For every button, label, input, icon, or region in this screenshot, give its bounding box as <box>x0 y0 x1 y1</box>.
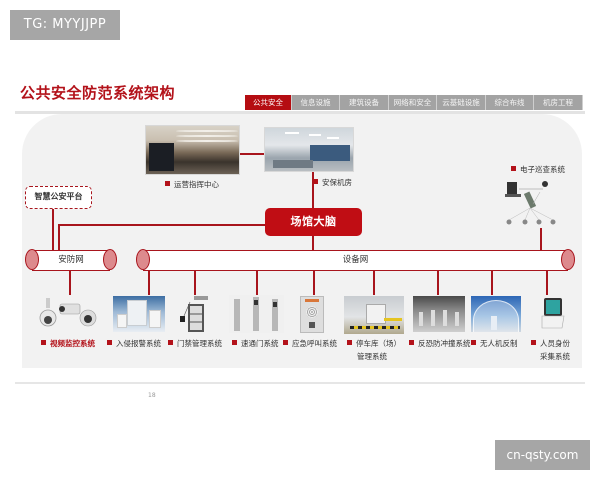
caption-identity: 人员身份 <box>531 338 570 350</box>
caption-emergency-call: 应急呼叫系统 <box>283 338 337 350</box>
connector-brain-to-device-net <box>312 236 314 250</box>
connector-security-to-brain <box>312 172 314 208</box>
connector-platform-to-security-net <box>52 209 54 250</box>
title-divider <box>15 111 585 114</box>
bullet-icon <box>347 340 352 345</box>
connector-to-security-net <box>58 224 60 250</box>
category-tabs: 公共安全 信息设施 建筑设备 网络和安全 云基础设施 综合布线 机房工程 <box>245 95 583 110</box>
access-control-icon <box>176 294 216 334</box>
tab-information-facilities[interactable]: 信息设施 <box>292 95 340 110</box>
drop-line-speedgate <box>256 271 258 295</box>
device-network-pipe: 设备网 <box>136 249 575 271</box>
tab-cloud-infrastructure[interactable]: 云基础设施 <box>437 95 486 110</box>
venue-brain-node: 场馆大脑 <box>265 208 362 236</box>
footer-divider <box>15 382 585 384</box>
tab-cabling[interactable]: 综合布线 <box>486 95 534 110</box>
command-center-photo <box>145 125 240 175</box>
page-title: 公共安全防范系统架构 <box>20 84 176 102</box>
drop-line-antiram <box>437 271 439 295</box>
tab-network-security[interactable]: 网络和安全 <box>389 95 437 110</box>
bullet-icon <box>165 181 170 186</box>
caption-anti-drone: 无人机反制 <box>471 338 518 350</box>
caption-anti-ram: 反恐防冲撞系统 <box>409 338 471 350</box>
caption-access-control: 门禁管理系统 <box>168 338 222 350</box>
anti-drone-icon <box>471 296 521 332</box>
connector-ops-to-security <box>240 153 265 155</box>
speed-gate-icon <box>229 295 284 333</box>
security-room-photo <box>264 127 354 172</box>
drop-line-cctv <box>69 270 71 295</box>
caption-parking: 停车库（场） <box>347 338 401 350</box>
bullet-icon <box>232 340 237 345</box>
drop-line-access <box>194 271 196 295</box>
caption-security-room: 安保机房 <box>313 177 352 189</box>
page-number: 18 <box>148 392 156 399</box>
connector-patrol-to-device-net <box>540 228 542 250</box>
security-network-pipe: 安防网 <box>25 249 117 271</box>
parking-system-icon <box>344 296 404 334</box>
caption-intrusion: 入侵报警系统 <box>107 338 161 350</box>
intrusion-alarm-icon <box>113 296 165 332</box>
connector-brain-left <box>58 224 265 226</box>
bullet-icon <box>313 179 318 184</box>
bullet-icon <box>107 340 112 345</box>
anti-ram-bollard-icon <box>413 296 465 332</box>
watermark-top-left: TG: MYYJJPP <box>10 10 120 40</box>
bullet-icon <box>471 340 476 345</box>
security-network-label: 安防网 <box>58 255 84 265</box>
caption-patrol-system: 电子巡查系统 <box>511 164 565 176</box>
caption-parking-line2: 管理系统 <box>357 352 387 361</box>
caption-cctv: 视频监控系统 <box>41 338 95 350</box>
tab-public-safety[interactable]: 公共安全 <box>245 95 292 110</box>
cctv-camera-icon <box>38 296 100 332</box>
smart-police-platform: 智慧公安平台 <box>25 186 92 209</box>
bullet-icon <box>531 340 536 345</box>
bullet-icon <box>511 166 516 171</box>
drop-line-parking <box>373 271 375 295</box>
emergency-call-icon <box>300 296 324 333</box>
identity-terminal-icon <box>536 296 568 332</box>
watermark-bottom-right: cn-qsty.com <box>495 440 590 470</box>
tab-building-equipment[interactable]: 建筑设备 <box>340 95 389 110</box>
caption-speed-gate: 速通门系统 <box>232 338 279 350</box>
patrol-system-icon <box>505 180 575 228</box>
caption-command-center: 运营指挥中心 <box>165 179 219 191</box>
caption-identity-line2: 采集系统 <box>540 352 570 361</box>
tab-server-room[interactable]: 机房工程 <box>534 95 583 110</box>
device-network-label: 设备网 <box>342 255 369 265</box>
drop-line-antidrone <box>491 271 493 295</box>
drop-line-identity <box>546 271 548 295</box>
bullet-icon <box>41 340 46 345</box>
bullet-icon <box>168 340 173 345</box>
bullet-icon <box>283 340 288 345</box>
bullet-icon <box>409 340 414 345</box>
drop-line-emergency <box>313 271 315 295</box>
drop-line-intrusion <box>148 271 150 295</box>
